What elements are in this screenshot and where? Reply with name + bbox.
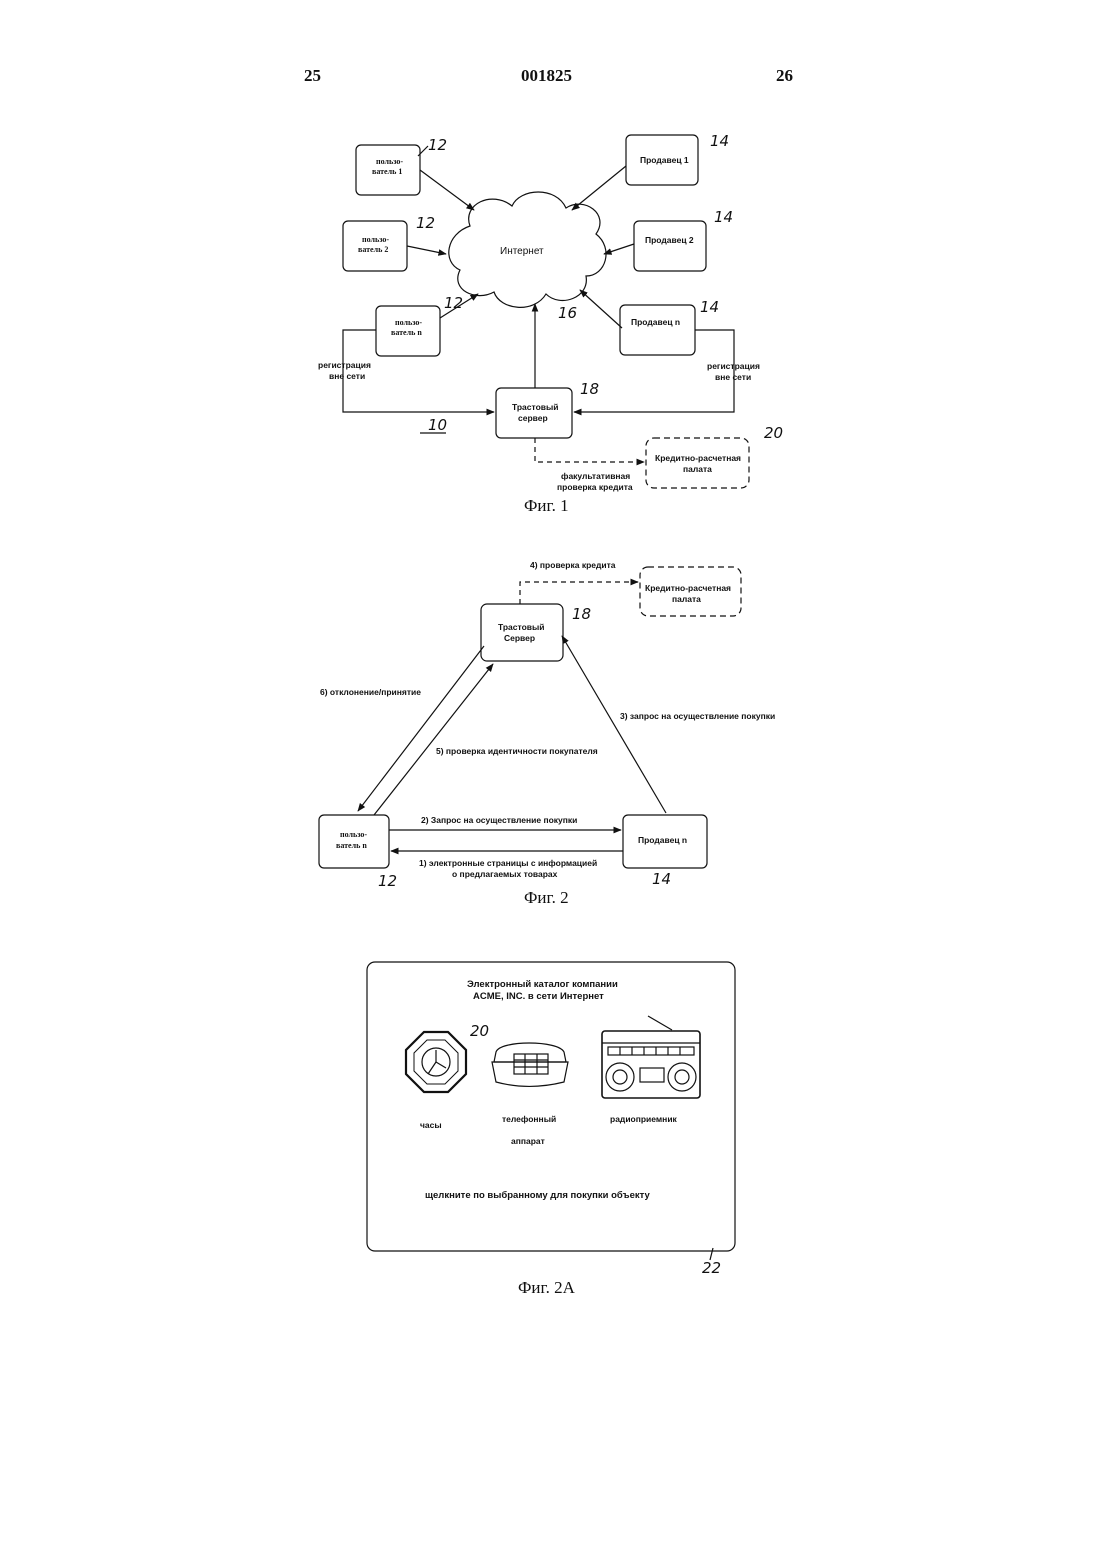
catalog-title-line2: ACME, INC. в сети Интернет — [473, 991, 604, 1002]
vendor-2-label: Продавец 2 — [645, 235, 694, 245]
fig2a-ref-20: 20 — [470, 1022, 489, 1040]
ref-14-vendor2: 14 — [714, 208, 733, 226]
fig2-ref-18: 18 — [572, 605, 591, 623]
item-radio-label[interactable]: радиоприемник — [610, 1114, 678, 1124]
optional-credit-check-line1: факультативная — [561, 471, 630, 481]
vendor-2-box — [634, 221, 706, 271]
clearing-house-label-line1: Кредитно-расчетная — [655, 453, 741, 463]
offline-registration-left-line2: вне сети — [329, 371, 365, 381]
fig2-trust-server-line2: Сервер — [504, 633, 535, 643]
vendor-n-box — [620, 305, 695, 355]
user-n-label-line2: ватель n — [391, 328, 422, 337]
catalog-title-line1: Электронный каталог компании — [467, 979, 618, 990]
clearing-house-box — [646, 438, 749, 488]
item-clock-label[interactable]: часы — [420, 1120, 442, 1130]
fig2-ref-12: 12 — [378, 872, 397, 890]
fig2-step6-label: 6) отклонение/принятие — [320, 687, 421, 697]
ref-12-usern: 12 — [444, 294, 463, 312]
user-2-label-line2: ватель 2 — [358, 245, 388, 254]
fig2-step3-label: 3) запрос на осуществление покупки — [620, 711, 775, 721]
catalog-instruction: щелкните по выбранному для покупки объек… — [425, 1190, 651, 1201]
ref-14-vendorn: 14 — [700, 298, 719, 316]
ref-10-system: 10 — [428, 416, 447, 434]
fig2a-ref-22: 22 — [702, 1259, 721, 1277]
item-phone-label-line1[interactable]: телефонный — [502, 1114, 556, 1124]
trust-server-label-line2: сервер — [518, 413, 548, 423]
ref-20-clearing: 20 — [764, 424, 783, 442]
offline-registration-right-line2: вне сети — [715, 372, 751, 382]
fig2-vendor-n-label: Продавец n — [638, 835, 687, 845]
vendor-1-label: Продавец 1 — [640, 155, 689, 165]
user-n-label-line1: пользо- — [395, 318, 422, 327]
vendor-n-label: Продавец n — [631, 317, 680, 327]
ref-12-user1: 12 — [428, 136, 447, 154]
fig2-user-n-line1: пользо- — [340, 830, 367, 839]
figure-2-caption: Фиг. 2 — [524, 888, 569, 907]
user-1-label-line1: пользо- — [376, 157, 403, 166]
figure-2a: Электронный каталог компании ACME, INC. … — [367, 962, 735, 1297]
offline-registration-left-line1: регистрация — [318, 360, 371, 370]
figure-2: Трастовый Сервер Кредитно-расчетная пала… — [319, 560, 775, 907]
catalog-window — [367, 962, 735, 1251]
clearing-house-label-line2: палата — [683, 464, 712, 474]
fig2-step1-line2: о предлагаемых товарах — [452, 869, 558, 879]
internet-label: Интернет — [500, 246, 544, 257]
optional-credit-check-line2: проверка кредита — [557, 482, 633, 492]
fig2-step4-label: 4) проверка кредита — [530, 560, 616, 570]
fig2-step2-label: 2) Запрос на осуществление покупки — [421, 815, 577, 825]
item-phone-label-line2[interactable]: аппарат — [511, 1136, 545, 1146]
user-1-label-line2: ватель 1 — [372, 167, 402, 176]
fig2-ref-14: 14 — [652, 870, 671, 888]
offline-registration-right-line1: регистрация — [707, 361, 760, 371]
trust-server-label-line1: Трастовый — [512, 402, 558, 412]
ref-16-internet: 16 — [558, 304, 577, 322]
ref-14-vendor1: 14 — [710, 132, 729, 150]
figure-1-caption: Фиг. 1 — [524, 496, 569, 515]
figure-1: Интернет пользо- ватель 1 пользо- ватель… — [318, 132, 783, 515]
fig2-step1-line1: 1) электронные страницы с информацией — [419, 858, 597, 868]
ref-12-user2: 12 — [416, 214, 435, 232]
fig2-user-n-line2: ватель n — [336, 841, 367, 850]
fig2-step5-label: 5) проверка идентичности покупателя — [436, 746, 598, 756]
user-2-label-line1: пользо- — [362, 235, 389, 244]
fig2-clearing-house-line2: палата — [672, 594, 701, 604]
figure-2a-caption: Фиг. 2А — [518, 1278, 576, 1297]
fig2-clearing-house-line1: Кредитно-расчетная — [645, 583, 731, 593]
fig2-trust-server-line1: Трастовый — [498, 622, 544, 632]
ref-18-server: 18 — [580, 380, 599, 398]
